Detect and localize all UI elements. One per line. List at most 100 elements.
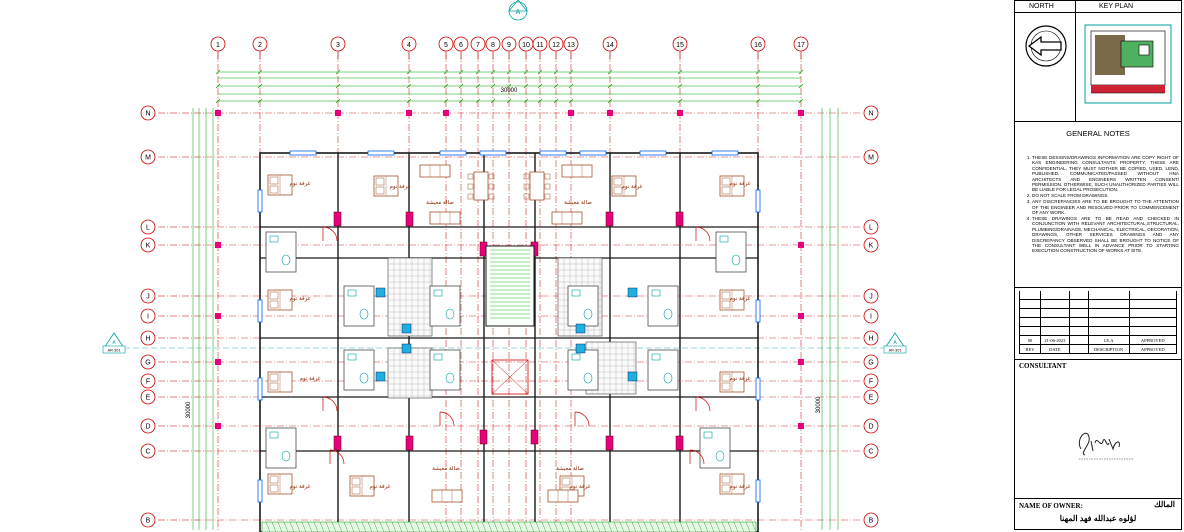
hatch-line (673, 521, 679, 532)
sofa (419, 164, 451, 178)
hatch-line (733, 521, 739, 532)
grid-bubble (863, 373, 879, 389)
hatch-line (643, 521, 649, 532)
section-marker (102, 345, 126, 354)
dimension-tick (755, 83, 761, 89)
column-marker (215, 423, 221, 429)
pillow (721, 484, 731, 493)
column (530, 429, 539, 445)
grid-bubble (863, 237, 879, 253)
dimension-tick (406, 69, 412, 75)
grid-bubble (140, 219, 156, 235)
pillow (269, 185, 279, 194)
dimension-tick (607, 69, 613, 75)
sofa (551, 211, 583, 225)
grid-bubble (863, 512, 879, 528)
hatch-line (745, 521, 751, 532)
grid-bubble-label: D (145, 424, 150, 431)
hatch-line (415, 521, 421, 532)
column (333, 211, 342, 227)
rev-header-cell: DESCRIPTION (1088, 345, 1130, 354)
hatch-line (337, 521, 343, 532)
window (257, 479, 263, 503)
column-marker (215, 313, 221, 319)
dimension-tick (677, 98, 683, 104)
fixture (719, 235, 729, 243)
rev-cell: 00 (1019, 336, 1042, 345)
grid-bubble-label: L (146, 225, 150, 232)
window (439, 150, 467, 156)
dimension-tick (506, 83, 512, 89)
revision-table: 00 21-06-2023 LE.A APPROVED REV DATE DES… (1019, 291, 1177, 354)
room-label: غرفة نوم (289, 296, 310, 302)
fixture (715, 450, 725, 462)
room-label: صالة معيشة (564, 200, 592, 206)
column-marker (215, 359, 221, 365)
chair (488, 173, 495, 180)
grid-bubble-label: I (870, 314, 872, 321)
dining-table (529, 171, 545, 201)
fixture (281, 254, 291, 266)
dimension-tick (406, 83, 412, 89)
hatch-line (595, 521, 601, 532)
fixture (627, 371, 638, 382)
key-plan-image (1084, 24, 1172, 104)
hatch-line (457, 521, 463, 532)
grid-bubble-label: J (869, 294, 873, 301)
door-swing (689, 449, 705, 465)
section-marker-label: A (893, 340, 897, 346)
pillow (721, 382, 731, 391)
hatch-line (607, 521, 613, 532)
section-marker-label: A (516, 9, 521, 16)
fixture (359, 308, 369, 320)
grid-bubble (140, 288, 156, 304)
bathroom (647, 349, 679, 391)
dimension-tick (335, 98, 341, 104)
dimension-tick (406, 98, 412, 104)
note-item: THESE DESIGNS/DRAWINGS INFORMATION ARE C… (1032, 155, 1179, 193)
dimension-tick (607, 83, 613, 89)
lift-shaft (491, 359, 529, 395)
door-swing (695, 396, 711, 412)
chair (488, 193, 495, 200)
grid-bubble-label: 3 (336, 42, 340, 49)
grid-bubble-label: N (868, 111, 873, 118)
hatch-line (553, 521, 559, 532)
overall-dimension-top: 30000 (501, 88, 518, 94)
column-marker (798, 359, 804, 365)
fixture (401, 343, 412, 354)
rev-header-cell: APPROVED (1129, 345, 1177, 354)
window (289, 150, 317, 156)
hatch-line (469, 521, 475, 532)
column (675, 435, 684, 451)
hatch-line (655, 521, 661, 532)
column (605, 211, 614, 227)
hatch-line (445, 521, 451, 532)
dimension-tick (677, 69, 683, 75)
hatch-line (703, 521, 709, 532)
hatch-line (601, 521, 607, 532)
hatch-line (355, 521, 361, 532)
fixture (663, 372, 673, 384)
pillow (269, 291, 279, 300)
dimension-tick (798, 69, 804, 75)
pillow (269, 484, 279, 493)
hatch-line (625, 521, 631, 532)
tiled-area (387, 257, 433, 337)
pillow (375, 186, 385, 195)
door-swing (574, 411, 590, 427)
grid-bubble-label: 15 (676, 42, 684, 49)
column (675, 211, 684, 227)
window (579, 150, 607, 156)
grid-bubble (140, 105, 156, 121)
divider (1015, 359, 1181, 360)
room-label: صالة معيشة (556, 466, 584, 472)
pillow (351, 486, 361, 495)
room-label: غرفة نوم (289, 181, 310, 187)
dimension-tick (523, 69, 529, 75)
bathroom (567, 285, 599, 327)
window (479, 150, 507, 156)
rev-header-cell (1069, 345, 1089, 354)
hatch-line (577, 521, 583, 532)
